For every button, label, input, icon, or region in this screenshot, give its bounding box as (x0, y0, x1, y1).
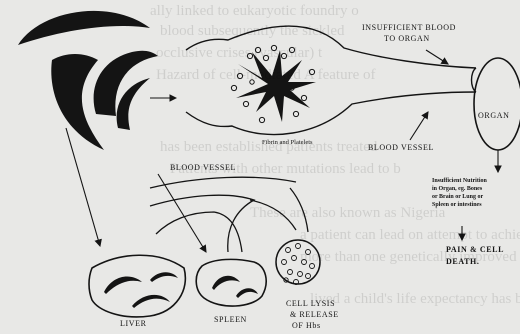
sickle-cells (18, 11, 158, 150)
background-line: These are also known as Nigeria (250, 206, 445, 221)
cell-lysis-label-line3: OF Hbs (292, 322, 321, 330)
liver-label: LIVER (120, 320, 147, 328)
cell-lysis-label: CELL LYSIS (286, 300, 335, 308)
background-line: Hazard of cell-mediated A feature of (156, 68, 375, 83)
blood-vessel-label-left: BLOOD VESSEL (170, 164, 236, 172)
insufficient-blood-label-line2: TO ORGAN (384, 35, 430, 43)
arrow-insufficient-blood (426, 50, 448, 64)
background-line: occlusive crises (vascular) t (156, 46, 322, 61)
arrow-to-liver (66, 128, 100, 246)
pain-cell-death-label-line2: DEATH. (446, 258, 479, 266)
organ-oval (474, 58, 520, 150)
organ-label: ORGAN (478, 112, 509, 120)
background-line: ally linked to eukaryotic foundry o (150, 4, 359, 19)
insufficient-nutrition-line3: or Brain or Lung or (432, 194, 483, 201)
background-line: lived a child's life expectancy has been (310, 292, 520, 307)
background-line: a patient can lead on attempt to achieve (300, 228, 520, 243)
sickle-cell-1 (18, 11, 150, 45)
sickle-cell-4 (117, 78, 150, 130)
fibrin-platelets-label: Fibrin and Platelets (262, 140, 313, 147)
liver (89, 255, 185, 317)
insufficient-nutrition-line4: Spleen or intestines (432, 202, 482, 209)
insufficient-nutrition-line1: Insufficient Nutrition (432, 178, 487, 185)
arrow-blood-vessel (410, 112, 428, 140)
cell-lysis-label-line2: & RELEASE (290, 311, 339, 319)
pain-cell-death-label: PAIN & CELL (446, 246, 504, 254)
insufficient-nutrition-line2: in Organ, eg. Bones (432, 186, 482, 193)
blood-vessel-label-right: BLOOD VESSEL (368, 144, 434, 152)
spleen (196, 259, 266, 306)
insufficient-blood-label: INSUFFICIENT BLOOD (362, 24, 456, 32)
spleen-label: SPLEEN (214, 316, 247, 324)
background-line: blood subsequently the sickled (160, 24, 345, 39)
